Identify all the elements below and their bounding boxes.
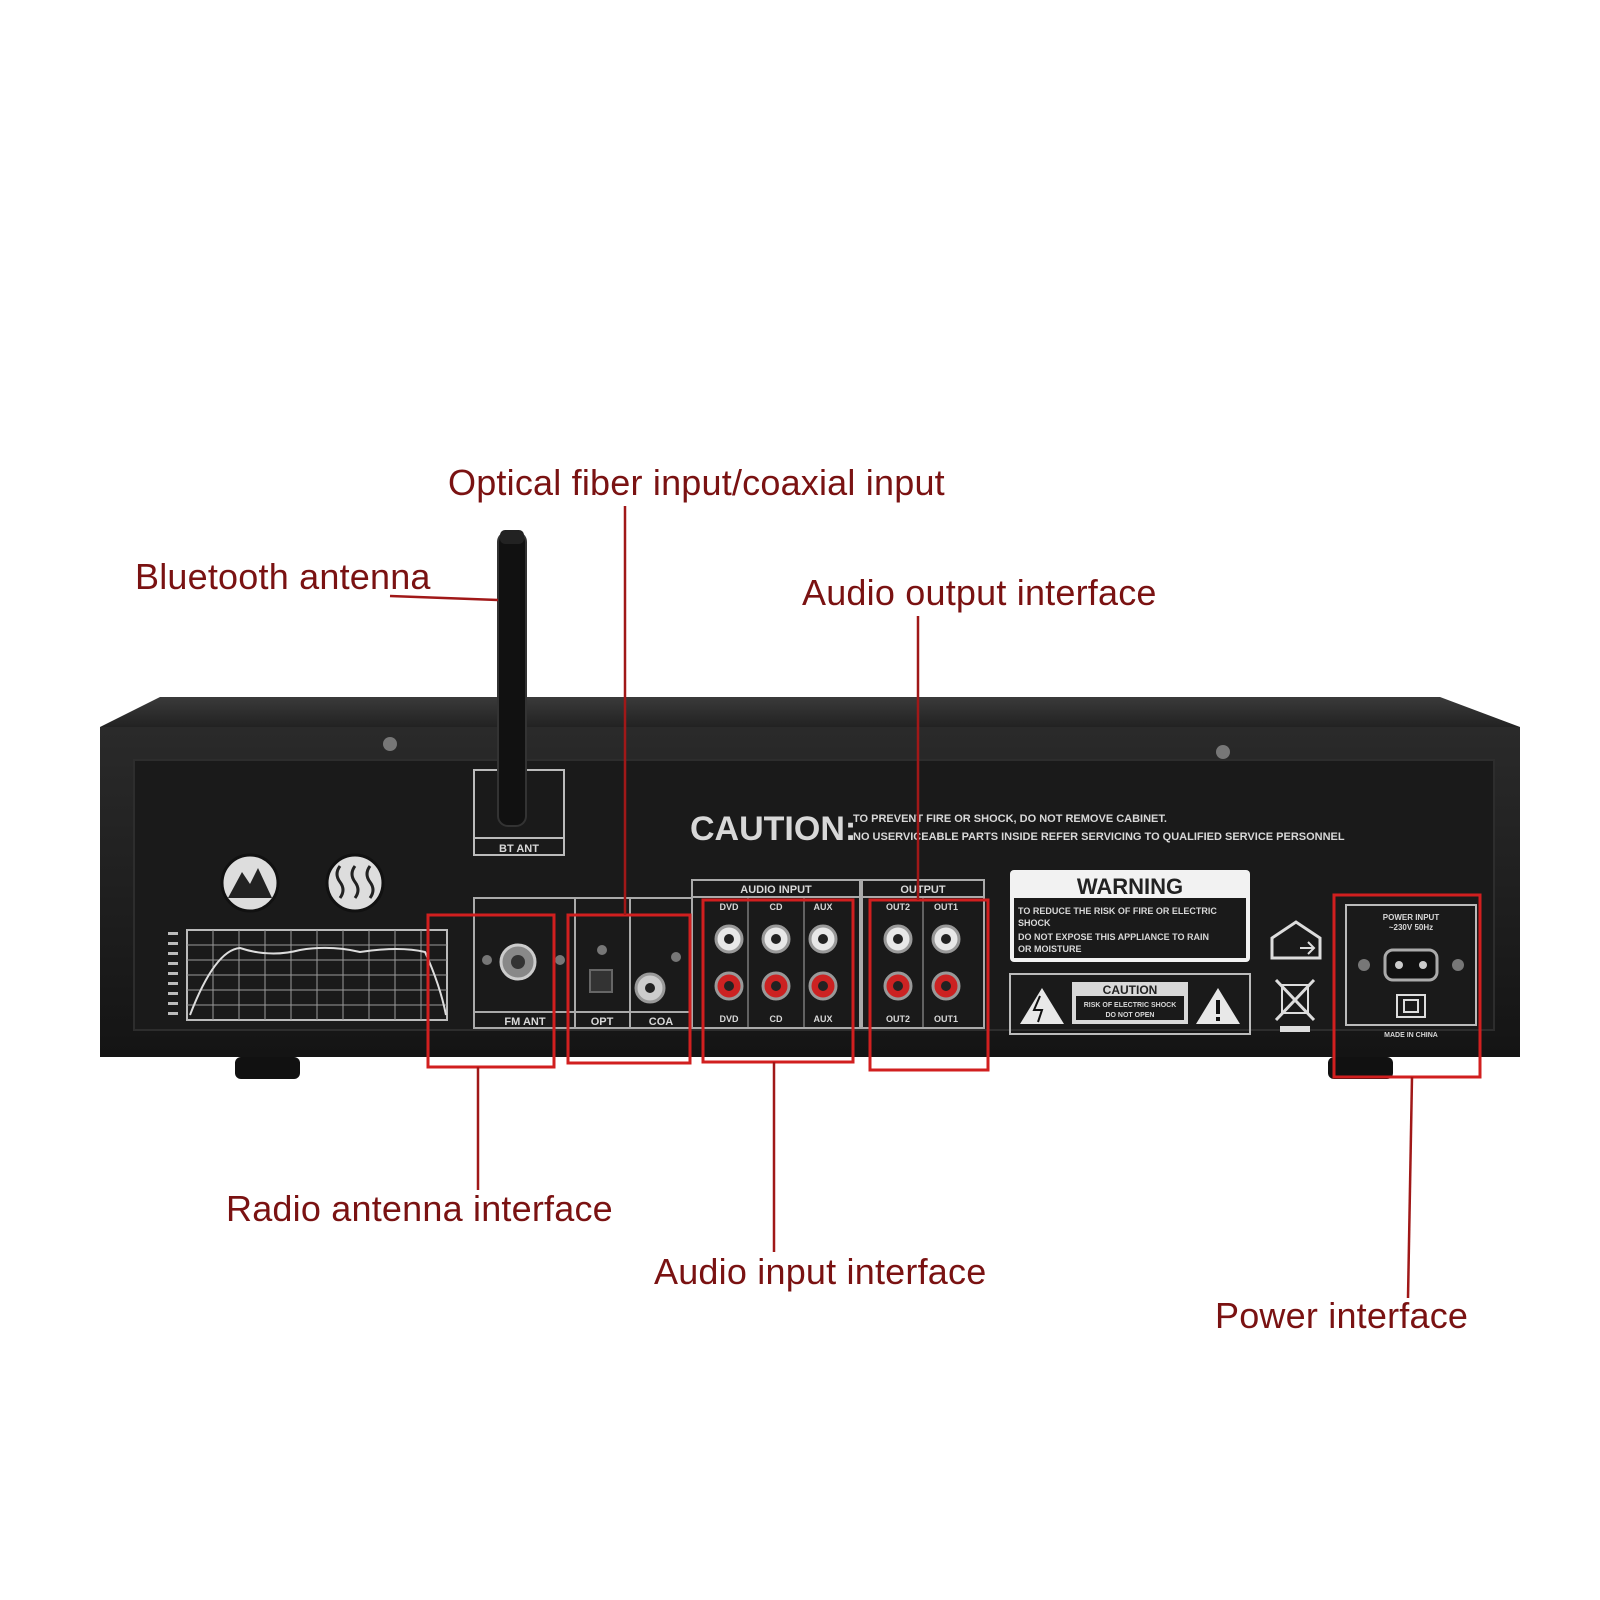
warning-line: TO REDUCE THE RISK OF FIRE OR ELECTRIC (1018, 906, 1217, 916)
power-section: POWER INPUT ~230V 50Hz MADE IN CHINA (1345, 904, 1477, 1039)
audio-input-highlight-box (701, 898, 855, 1064)
warning-line: OR MOISTURE (1018, 944, 1082, 954)
in-bottom-label: CD (770, 1014, 783, 1024)
in-top-label: DVD (719, 902, 739, 912)
caution-title: CAUTION: (690, 810, 856, 848)
highlight-boxes (426, 893, 1482, 1079)
warning-title: WARNING (1077, 874, 1183, 899)
lightning-triangle-icon (1020, 988, 1064, 1024)
in-bottom-label: DVD (719, 1014, 739, 1024)
out-top-label: OUT2 (886, 902, 910, 912)
warning-line: DO NOT EXPOSE THIS APPLIANCE TO RAIN (1018, 932, 1209, 942)
caution-line-2: NO USERVICEABLE PARTS INSIDE REFER SERVI… (853, 831, 1345, 843)
audio-input-section: AUDIO INPUT DVD CD AUX DVD CD AUX (691, 879, 861, 1029)
bluetooth-callout: Bluetooth antenna (135, 556, 431, 597)
output-header: OUTPUT (900, 884, 946, 896)
fm-ant-label: FM ANT (504, 1016, 545, 1028)
screw (383, 737, 397, 751)
warning-line: SHOCK (1018, 918, 1051, 928)
bluetooth-leader (389, 594, 499, 602)
audio-output-section: OUTPUT OUT2 OUT1 OUT2 OUT1 (861, 879, 985, 1029)
optical-callout: Optical fiber input/coaxial input (448, 462, 945, 503)
weee-bin-icon (1274, 978, 1316, 1032)
coa-label: COA (649, 1016, 674, 1028)
screw (1216, 745, 1230, 759)
power-input-label: POWER INPUT (1383, 913, 1440, 922)
mountain-logo-icon (220, 853, 280, 913)
audio-input-header: AUDIO INPUT (740, 884, 812, 896)
warning-box: WARNING TO REDUCE THE RISK OF FIRE OR EL… (1010, 870, 1250, 962)
caution-line-1: TO PREVENT FIRE OR SHOCK, DO NOT REMOVE … (853, 813, 1167, 825)
out-bottom-label: OUT2 (886, 1014, 910, 1024)
caution-box-title: CAUTION (1103, 983, 1158, 997)
leader-lines (389, 506, 1414, 1299)
bluetooth-antenna (497, 531, 527, 827)
power-highlight-box (1332, 893, 1482, 1079)
caution-box-line: DO NOT OPEN (1105, 1012, 1154, 1019)
chassis-top (100, 697, 1520, 727)
fm-opt-coa-section: FM ANT OPT COA (473, 897, 693, 1029)
opt-label: OPT (591, 1016, 614, 1028)
in-bottom-label: AUX (813, 1014, 832, 1024)
in-top-label: AUX (813, 902, 832, 912)
eq-graph (168, 929, 448, 1021)
right-foot (1328, 1057, 1393, 1079)
house-icon (1270, 920, 1322, 960)
power-socket (1383, 948, 1439, 982)
radio-highlight-box (426, 913, 556, 1069)
audio-input-callout: Audio input interface (654, 1251, 987, 1292)
out-bottom-label: OUT1 (934, 1014, 958, 1024)
in-top-label: CD (770, 902, 783, 912)
caution-box: CAUTION RISK OF ELECTRIC SHOCK DO NOT OP… (1009, 973, 1251, 1035)
optical-jack (589, 969, 613, 993)
power-voltage-label: ~230V 50Hz (1389, 923, 1433, 932)
caution-box-line: RISK OF ELECTRIC SHOCK (1084, 1002, 1177, 1009)
made-in-label: MADE IN CHINA (1384, 1032, 1438, 1039)
power-callout: Power interface (1215, 1295, 1469, 1336)
bt-ant-label: BT ANT (499, 843, 539, 855)
audio-output-callout: Audio output interface (802, 572, 1157, 613)
double-insulation-icon (1396, 994, 1426, 1018)
audio-output-highlight-box (868, 898, 990, 1072)
left-foot (235, 1057, 300, 1079)
out-top-label: OUT1 (934, 902, 958, 912)
power-leader (1406, 1076, 1414, 1299)
radio-callout: Radio antenna interface (226, 1188, 613, 1229)
optical-highlight-box (566, 913, 692, 1065)
